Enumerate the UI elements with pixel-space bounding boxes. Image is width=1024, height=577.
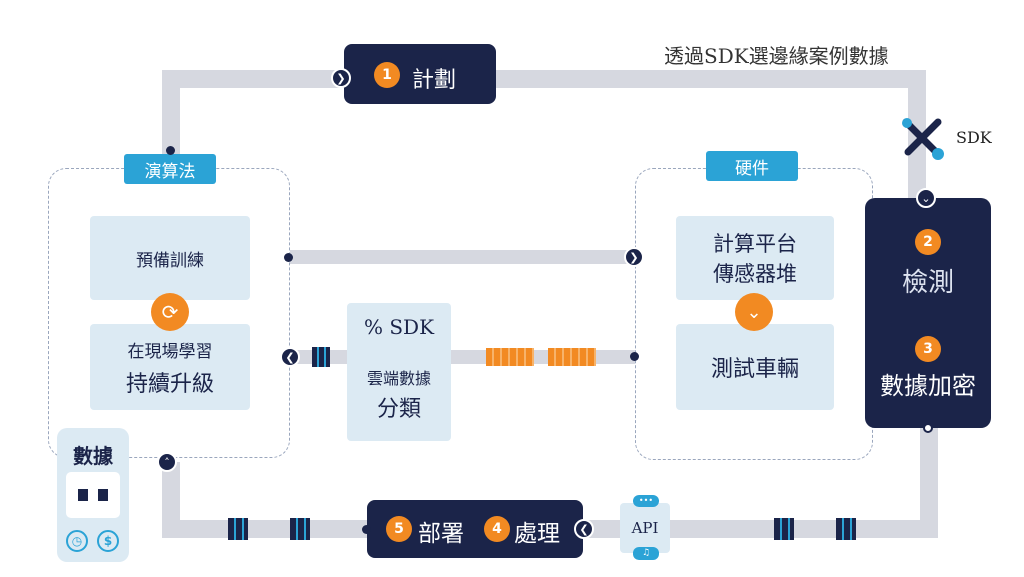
clock-icon: ◷ — [66, 530, 88, 552]
track-pretrain-to-hardware — [290, 250, 635, 264]
top-annotation: 透過SDK選邊緣案例數據 — [664, 44, 889, 68]
navy-stripe — [312, 347, 330, 367]
navy-stripe — [228, 518, 248, 540]
encrypt-label: 數據加密 — [880, 372, 976, 400]
api-box: API — [620, 503, 670, 553]
sdk-label: SDK — [956, 128, 992, 147]
detect-arrow-icon: ⌄ — [916, 188, 936, 208]
center-sdk-label: % SDK — [363, 315, 435, 339]
navy-stripe — [774, 518, 794, 540]
api-bottom-icon: ♫ — [633, 547, 659, 560]
cloud-label: 雲端數據 — [366, 369, 431, 388]
onsite-learning-box: 在現場學習 持續升級 — [90, 324, 250, 410]
track-right-bottom — [920, 428, 938, 532]
algorithm-in-arrow-icon: ❮ — [280, 347, 300, 367]
algorithm-return-arrow-icon: ˄ — [157, 452, 177, 472]
data-card — [66, 472, 120, 518]
navy-stripe — [290, 518, 310, 540]
deploy-number: 5 — [386, 516, 412, 542]
plan-number: 1 — [374, 62, 400, 88]
encrypt-number: 3 — [915, 336, 941, 362]
pretrain-out-dot — [284, 253, 293, 262]
plan-label: 計劃 — [412, 68, 457, 93]
track-left-top — [162, 70, 180, 154]
track-top — [162, 70, 926, 88]
hardware-out-dot — [630, 352, 639, 361]
pretrain-label: 預備訓練 — [136, 250, 204, 271]
pretrain-box: 預備訓練 — [90, 216, 250, 300]
data-card-bar-icon — [78, 489, 88, 501]
test-vehicle-box: 測試車輛 — [676, 324, 834, 410]
data-card-bar-icon — [98, 489, 108, 501]
track-left-bottom — [162, 462, 180, 538]
compute-line2: 傳感器堆 — [713, 262, 797, 286]
plan-box — [344, 44, 496, 104]
detect-number: 2 — [915, 229, 941, 255]
data-panel-label: 數據 — [73, 444, 113, 468]
navy-stripe — [836, 518, 856, 540]
hardware-tag: 硬件 — [706, 151, 798, 181]
orange-stripe — [486, 348, 534, 366]
process-label: 處理 — [514, 521, 560, 547]
compute-line1: 計算平台 — [713, 232, 797, 256]
onsite-line2: 持續升級 — [125, 371, 214, 397]
classify-label: 分類 — [376, 397, 421, 422]
cloud-sdk-box: % SDK 雲端數據 分類 — [347, 303, 451, 441]
refresh-icon: ⟳ — [151, 293, 189, 331]
tools-icon — [902, 118, 944, 160]
api-label: API — [631, 519, 659, 537]
onsite-line1: 在現場學習 — [127, 341, 213, 362]
encrypt-exit-dot — [923, 423, 933, 433]
hardware-in-arrow-icon: ❯ — [624, 247, 644, 267]
api-top-icon: ••• — [633, 495, 659, 507]
dollar-icon: $ — [97, 530, 119, 552]
deploy-out-dot — [362, 525, 371, 534]
plan-arrow-icon: ❯ — [331, 68, 351, 88]
process-number: 4 — [484, 516, 510, 542]
algorithm-tag: 演算法 — [124, 154, 216, 184]
down-arrow-icon: ⌄ — [735, 293, 773, 331]
orange-stripe — [548, 348, 596, 366]
compute-platform-box: 計算平台 傳感器堆 — [676, 216, 834, 300]
test-vehicle-label: 測試車輛 — [710, 357, 799, 382]
detect-label: 檢測 — [901, 268, 954, 298]
algorithm-tag-dot — [166, 146, 175, 155]
deploy-label: 部署 — [418, 521, 464, 547]
process-in-arrow-icon: ❮ — [574, 519, 594, 539]
